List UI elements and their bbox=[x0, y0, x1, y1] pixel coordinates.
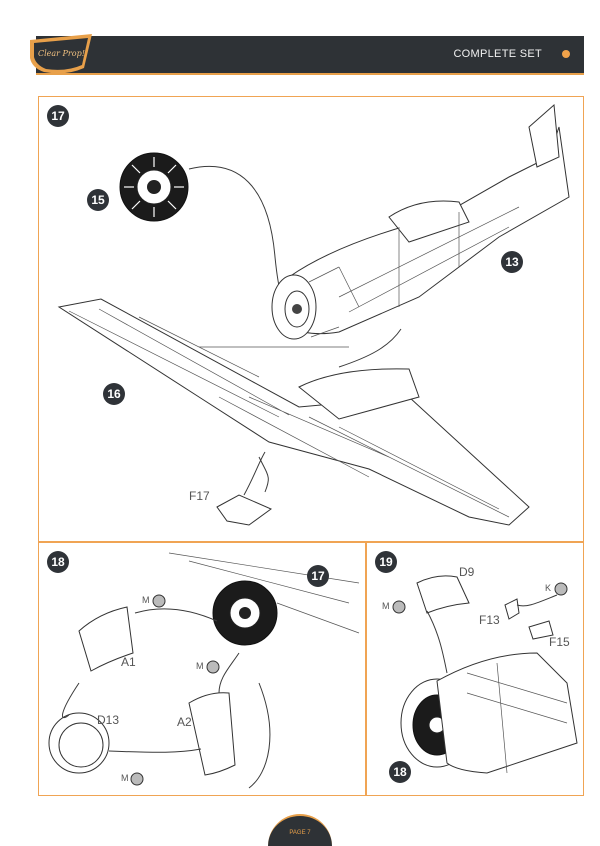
step-18-panel: 18 17 A1 A2 D13 M M M bbox=[38, 542, 366, 796]
step-17-panel: 17 15 13 16 F17 bbox=[38, 96, 584, 542]
part-label-d9: D9 bbox=[459, 565, 475, 579]
header-title: COMPLETE SET bbox=[453, 48, 542, 60]
page-number: PAGE 7 bbox=[289, 830, 311, 836]
svg-text:Clear Prop!: Clear Prop! bbox=[38, 49, 85, 58]
callout-16: 16 bbox=[103, 383, 125, 405]
part-label-a2: A2 bbox=[177, 715, 192, 729]
step-17-drawing bbox=[57, 103, 570, 526]
step-17-badge: 17 bbox=[47, 105, 69, 127]
step-19-badge: 19 bbox=[375, 551, 397, 573]
part-label-f15: F15 bbox=[549, 635, 570, 649]
marker-m: M bbox=[382, 601, 390, 611]
brand-logo: Clear Prop! bbox=[30, 34, 92, 74]
part-label-f17: F17 bbox=[189, 489, 210, 503]
callout-15: 15 bbox=[87, 189, 109, 211]
marker-m-3: M bbox=[121, 773, 129, 783]
callout-17: 17 bbox=[307, 565, 329, 587]
header-gear-icon bbox=[562, 50, 570, 58]
marker-m-2: M bbox=[196, 661, 204, 671]
callout-13: 13 bbox=[501, 251, 523, 273]
step-19-panel: 19 18 D9 F13 F15 M K bbox=[366, 542, 584, 796]
step-18-badge: 18 bbox=[47, 551, 69, 573]
marker-k: K bbox=[545, 583, 552, 593]
step-19-drawing bbox=[392, 575, 578, 774]
marker-m-1: M bbox=[142, 595, 150, 605]
page-header: Clear Prop! COMPLETE SET bbox=[0, 0, 600, 80]
callout-18: 18 bbox=[389, 761, 411, 783]
part-label-a1: A1 bbox=[121, 655, 136, 669]
header-bar bbox=[36, 36, 584, 75]
part-label-f13: F13 bbox=[479, 613, 500, 627]
part-label-d13: D13 bbox=[97, 713, 120, 727]
step-18-drawing bbox=[48, 552, 360, 789]
